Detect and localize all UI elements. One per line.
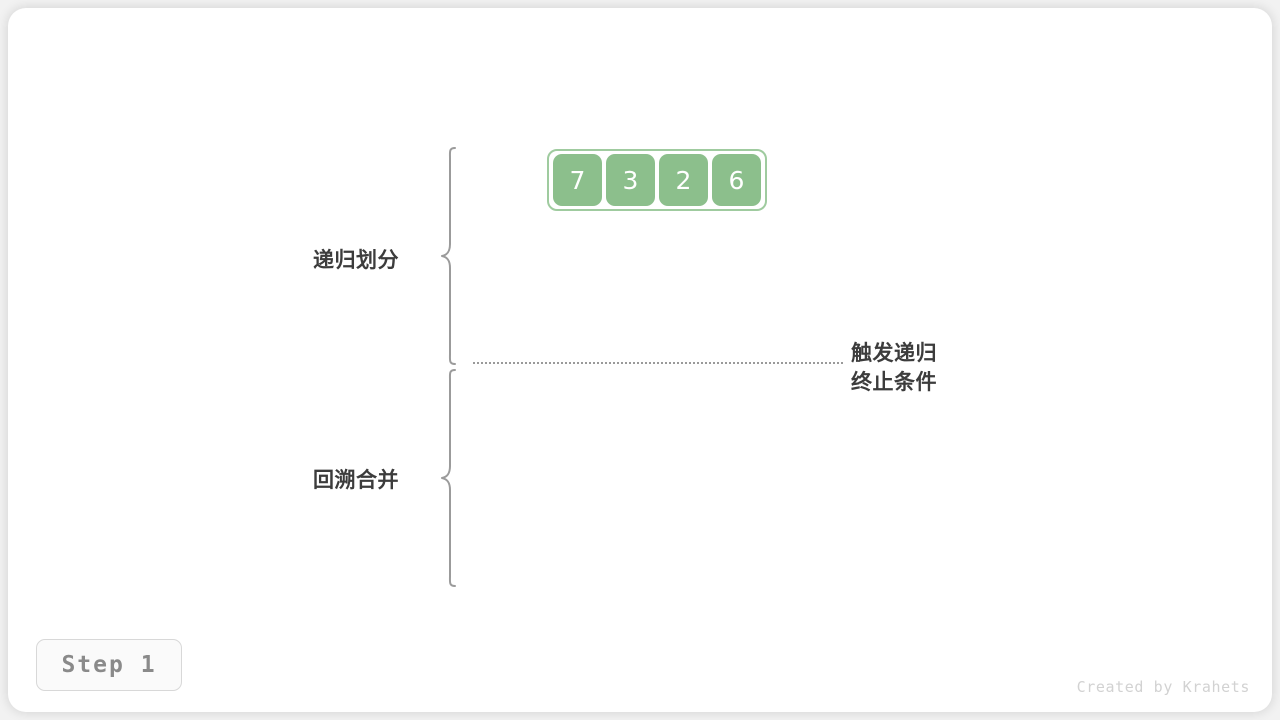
phase-divider-line — [473, 362, 843, 364]
brace-icon — [441, 369, 456, 587]
phase-label-divide: 递归划分 — [313, 248, 399, 272]
base-case-line-1: 触发递归 — [851, 341, 937, 365]
base-case-line-2: 终止条件 — [851, 370, 937, 394]
array-cell: 7 — [553, 154, 602, 206]
step-badge: Step 1 — [36, 639, 182, 691]
merge-phase-brace — [439, 368, 457, 588]
base-case-annotation: 触发递归 终止条件 — [851, 339, 937, 397]
watermark: Created by Krahets — [1076, 678, 1250, 696]
array-container: 7 3 2 6 — [547, 149, 767, 211]
figure-card: 7 3 2 6 递归划分 回溯合并 触发递归 终止条件 Step 1 — [8, 8, 1272, 712]
array-cell: 3 — [606, 154, 655, 206]
phase-label-merge: 回溯合并 — [313, 468, 399, 492]
divide-phase-brace — [439, 146, 457, 366]
array-cell: 6 — [712, 154, 761, 206]
array-cell: 2 — [659, 154, 708, 206]
brace-icon — [441, 147, 456, 365]
